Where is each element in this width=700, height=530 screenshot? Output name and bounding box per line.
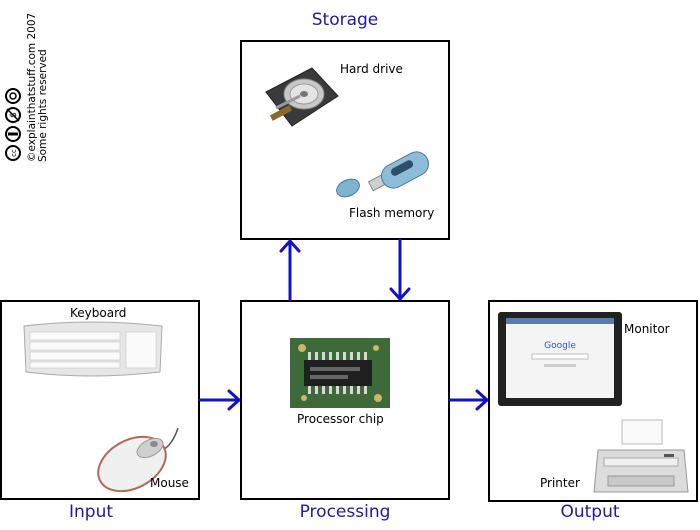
storage-box: Hard drive Flash memory bbox=[240, 40, 450, 240]
keyboard-icon bbox=[23, 321, 163, 377]
hard-drive-icon bbox=[265, 67, 339, 127]
cc-icon bbox=[5, 145, 21, 161]
input-box: Keyboard Mouse bbox=[0, 300, 200, 500]
svg-text:Google: Google bbox=[544, 341, 576, 351]
by-icon bbox=[5, 126, 21, 142]
arrow-processing-to-storage bbox=[279, 239, 301, 302]
arrow-processing-to-output bbox=[448, 389, 489, 411]
cc-license-icons: cc $ bbox=[5, 88, 21, 161]
printer-icon bbox=[593, 419, 689, 493]
sa-icon bbox=[5, 88, 21, 104]
arrow-input-to-processing bbox=[198, 389, 241, 411]
nc-icon: $ bbox=[5, 107, 21, 123]
arrow-storage-to-processing bbox=[389, 238, 411, 301]
keyboard-label: Keyboard bbox=[70, 306, 127, 320]
output-box: Google Monitor Printer bbox=[488, 300, 698, 502]
mouse-icon bbox=[97, 427, 179, 493]
monitor-label: Monitor bbox=[624, 322, 670, 336]
output-title: Output bbox=[560, 502, 620, 522]
monitor-icon: Google bbox=[498, 312, 622, 406]
hard-drive-label: Hard drive bbox=[340, 62, 403, 76]
flash-drive-icon bbox=[336, 151, 429, 198]
processing-box: Processor chip bbox=[240, 300, 450, 500]
printer-label: Printer bbox=[540, 476, 580, 490]
processor-chip-label: Processor chip bbox=[297, 412, 384, 426]
storage-title: Storage bbox=[311, 10, 379, 30]
processing-title: Processing bbox=[299, 502, 391, 522]
input-title: Input bbox=[68, 502, 114, 522]
flash-memory-label: Flash memory bbox=[349, 206, 435, 220]
mouse-label: Mouse bbox=[150, 476, 189, 490]
chip-icon bbox=[290, 338, 390, 408]
svg-text:cc: cc bbox=[10, 149, 18, 157]
